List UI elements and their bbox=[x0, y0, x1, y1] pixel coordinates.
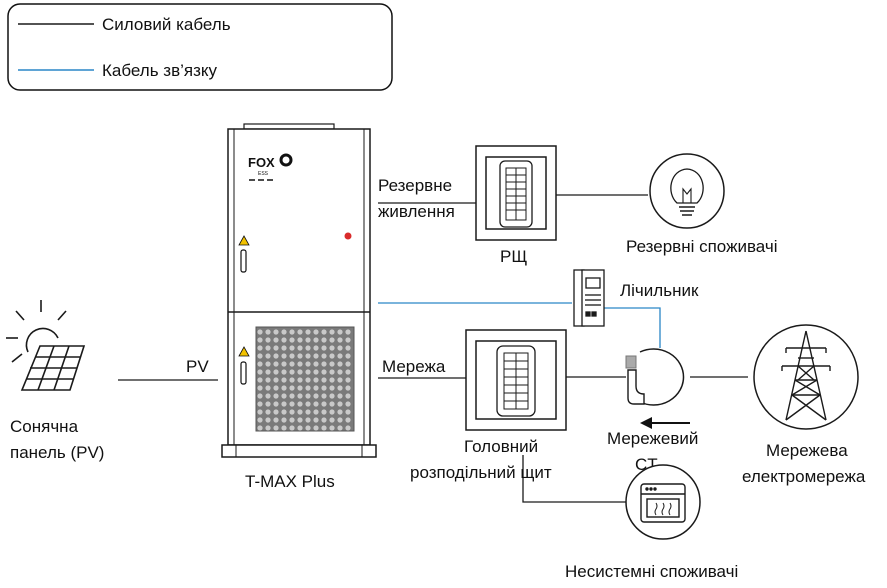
pv-port-label: PV bbox=[186, 357, 209, 376]
solar-panel-label-1: Сонячна bbox=[10, 417, 79, 436]
utility-grid-label-1: Мережева bbox=[766, 441, 848, 460]
main-panel-icon bbox=[465, 329, 567, 431]
main-panel-label-1: Головний bbox=[464, 437, 538, 456]
door-handle-upper bbox=[240, 249, 247, 273]
breaker-rows bbox=[505, 167, 527, 221]
sun-icon bbox=[6, 300, 67, 363]
indicator-light bbox=[344, 232, 352, 240]
transmission-tower-icon bbox=[753, 324, 859, 430]
power-lines bbox=[118, 194, 748, 503]
meter-label: Лічильник bbox=[620, 281, 699, 300]
legend: Силовий кабель Кабель зв’язку bbox=[7, 3, 393, 91]
legend-power-cable-label: Силовий кабель bbox=[102, 15, 231, 34]
legend-comm-cable-label: Кабель зв’язку bbox=[102, 61, 218, 80]
grid-port-label: Мережа bbox=[382, 357, 446, 376]
warning-icon bbox=[238, 235, 250, 246]
brand-logo-icon bbox=[279, 153, 293, 167]
inverter-brand-sub: ESS bbox=[258, 171, 269, 177]
warning-icon bbox=[238, 346, 250, 357]
breaker-rows bbox=[503, 352, 529, 410]
solar-panel-icon bbox=[6, 300, 86, 391]
inverter-model-label: T-MAX Plus bbox=[245, 472, 335, 491]
backup-port-label-1: Резервне bbox=[378, 176, 452, 195]
inverter-cabinet: FOX ESS bbox=[221, 123, 377, 458]
backup-panel-icon bbox=[475, 145, 557, 241]
backup-port-label-2: живлення bbox=[378, 202, 455, 221]
utility-grid-label-2: електромережа bbox=[742, 467, 866, 486]
solar-panel-label-2: панель (PV) bbox=[10, 443, 104, 462]
communication-lines bbox=[378, 302, 661, 348]
grid-ct-label-1: Мережевий bbox=[607, 429, 698, 448]
ventilation-grille bbox=[255, 326, 355, 432]
current-direction-arrow bbox=[640, 417, 690, 429]
main-panel-label-2: розподільний щит bbox=[410, 463, 552, 482]
current-transformer-icon bbox=[625, 348, 685, 406]
non-backup-loads-label: Несистемні споживачі bbox=[565, 562, 738, 581]
backup-loads-label: Резервні споживачі bbox=[626, 237, 778, 256]
inverter-brand: FOX bbox=[248, 155, 275, 170]
door-handle-lower bbox=[240, 361, 247, 385]
oven-icon bbox=[625, 464, 701, 540]
lightbulb-icon bbox=[649, 153, 725, 229]
energy-meter-icon bbox=[573, 269, 605, 327]
backup-panel-label: РЩ bbox=[500, 247, 527, 266]
